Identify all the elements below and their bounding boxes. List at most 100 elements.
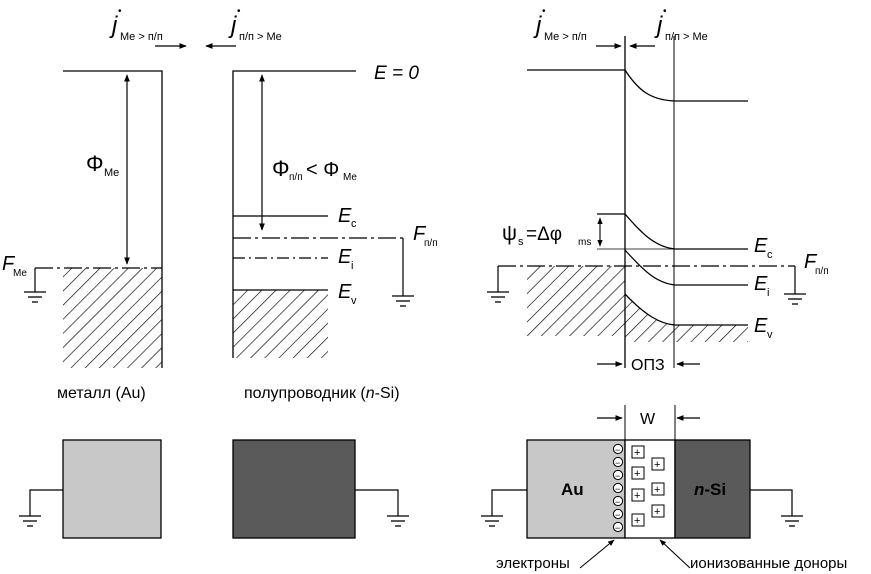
svg-text:−: −: [615, 445, 620, 455]
bent-conduction-band: [597, 213, 748, 250]
bent-valence-band: [624, 293, 748, 326]
ground-icon: [481, 515, 503, 527]
ev-label: E v: [338, 281, 357, 307]
ground-icon: [19, 515, 41, 527]
svg-text:j: j: [533, 12, 542, 39]
contact-band-diagram: j • Me > п/п j • п/п > Me: [487, 6, 829, 374]
fermi-sc-label: F п/п: [804, 251, 829, 277]
contact-structure: W Au n-Si − − − − − − − + + + + + + +: [481, 405, 847, 572]
svg-text:ψ: ψ: [502, 222, 517, 245]
svg-text:•: •: [542, 6, 546, 17]
svg-text:Φ: Φ: [86, 151, 104, 176]
electrons-pointer: [579, 539, 615, 569]
donor-charge: +: [631, 445, 645, 459]
svg-text:E: E: [338, 246, 352, 268]
svg-text:+: +: [634, 447, 640, 459]
donor-charges: + + + + + + +: [631, 445, 665, 527]
semiconductor-block: [232, 439, 409, 539]
flux-label-sc-to-metal: j • п/п > Me: [654, 6, 708, 43]
fermi-me-label: F Me: [2, 253, 27, 279]
svg-text:−: −: [615, 523, 620, 533]
svg-text:+: +: [634, 515, 640, 527]
svg-text:п/п: п/п: [424, 238, 438, 249]
valence-filled-states: [233, 290, 328, 358]
svg-text:< Φ: < Φ: [306, 159, 339, 181]
svg-text:s: s: [518, 236, 524, 248]
svg-text:Me: Me: [13, 268, 27, 279]
metal-caption: металл (Au): [57, 385, 146, 402]
metal-filled-states: [63, 268, 162, 368]
flux-label-metal-to-sc: j • Me > п/п: [533, 6, 587, 43]
width-label: W: [640, 411, 656, 428]
svg-text:v: v: [767, 329, 773, 341]
valence-filled-states: [625, 294, 748, 342]
donor-charge: +: [631, 488, 645, 502]
electrons-label: электроны: [496, 555, 570, 572]
gold-block: [526, 439, 626, 539]
electron-charge: −: [612, 456, 624, 468]
svg-text:v: v: [351, 295, 357, 307]
svg-text:E: E: [338, 281, 352, 303]
electron-charge: −: [612, 521, 624, 533]
ei-label: E i: [338, 246, 353, 272]
svg-text:•: •: [237, 6, 241, 17]
donor-charge: +: [651, 504, 665, 518]
svg-text:c: c: [351, 218, 357, 230]
svg-text:i: i: [767, 287, 769, 299]
ev-label: E v: [754, 315, 773, 341]
svg-text:Me: Me: [343, 172, 357, 183]
svg-text:ms: ms: [578, 237, 591, 248]
svg-text:j: j: [228, 12, 237, 39]
svg-text:F: F: [413, 223, 427, 245]
svg-text:+: +: [654, 459, 660, 471]
phi-me-label: Φ Me: [86, 151, 119, 179]
svg-text:−: −: [615, 497, 620, 507]
ground-icon: [784, 293, 806, 305]
flux-label-metal-to-sc: j • Me > п/п: [109, 6, 163, 43]
ground-icon: [781, 515, 803, 527]
metal-block: [19, 439, 162, 539]
bent-intrinsic-level: [624, 249, 748, 286]
phi-compare-label: Φ п/п < Φ Me: [272, 156, 357, 183]
ei-label: E i: [754, 273, 769, 299]
electron-charge: −: [612, 495, 624, 507]
sc-vacuum-level: [232, 70, 356, 358]
svg-text:E: E: [754, 273, 768, 295]
svg-text:−: −: [615, 458, 620, 468]
ec-label: E c: [338, 205, 357, 230]
svg-text:E: E: [754, 315, 768, 337]
svg-text:c: c: [767, 249, 773, 261]
svg-text:i: i: [351, 260, 353, 272]
svg-text:+: +: [634, 468, 640, 480]
svg-text:•: •: [118, 6, 122, 17]
svg-text:+: +: [654, 506, 660, 518]
donor-charge: +: [651, 482, 665, 496]
donor-charge: +: [631, 513, 645, 527]
metal-band-diagram: j • Me > п/п Φ Me F Me: [2, 6, 187, 368]
svg-text:+: +: [654, 484, 660, 496]
ground-icon: [392, 295, 414, 307]
donors-label: ионизованные доноры: [690, 555, 847, 572]
n-si-block: [674, 439, 751, 539]
svg-text:E: E: [754, 235, 768, 257]
svg-text:−: −: [615, 484, 620, 494]
svg-text:п/п: п/п: [289, 172, 303, 183]
svg-text:Me > п/п: Me > п/п: [120, 31, 163, 43]
svg-text:j: j: [109, 12, 118, 39]
fermi-sc-label: F п/п: [413, 223, 438, 249]
gold-label: Au: [561, 480, 584, 499]
electron-charge: −: [612, 469, 624, 481]
svg-text:F: F: [2, 253, 16, 275]
metal-filled-states: [527, 266, 625, 336]
svg-text:Me: Me: [104, 167, 119, 179]
ground-icon: [24, 291, 46, 303]
ground-icon: [387, 515, 409, 527]
svg-text:п/п > Me: п/п > Me: [665, 31, 708, 43]
svg-text:•: •: [663, 6, 667, 17]
contact-vacuum-level: [527, 69, 748, 102]
semiconductor-band-diagram: j • п/п > Me E = 0 Φ п/п < Φ Me E c F п/…: [205, 6, 438, 358]
svg-text:F: F: [804, 251, 818, 273]
svg-text:−: −: [615, 510, 620, 520]
donor-charge: +: [651, 457, 665, 471]
